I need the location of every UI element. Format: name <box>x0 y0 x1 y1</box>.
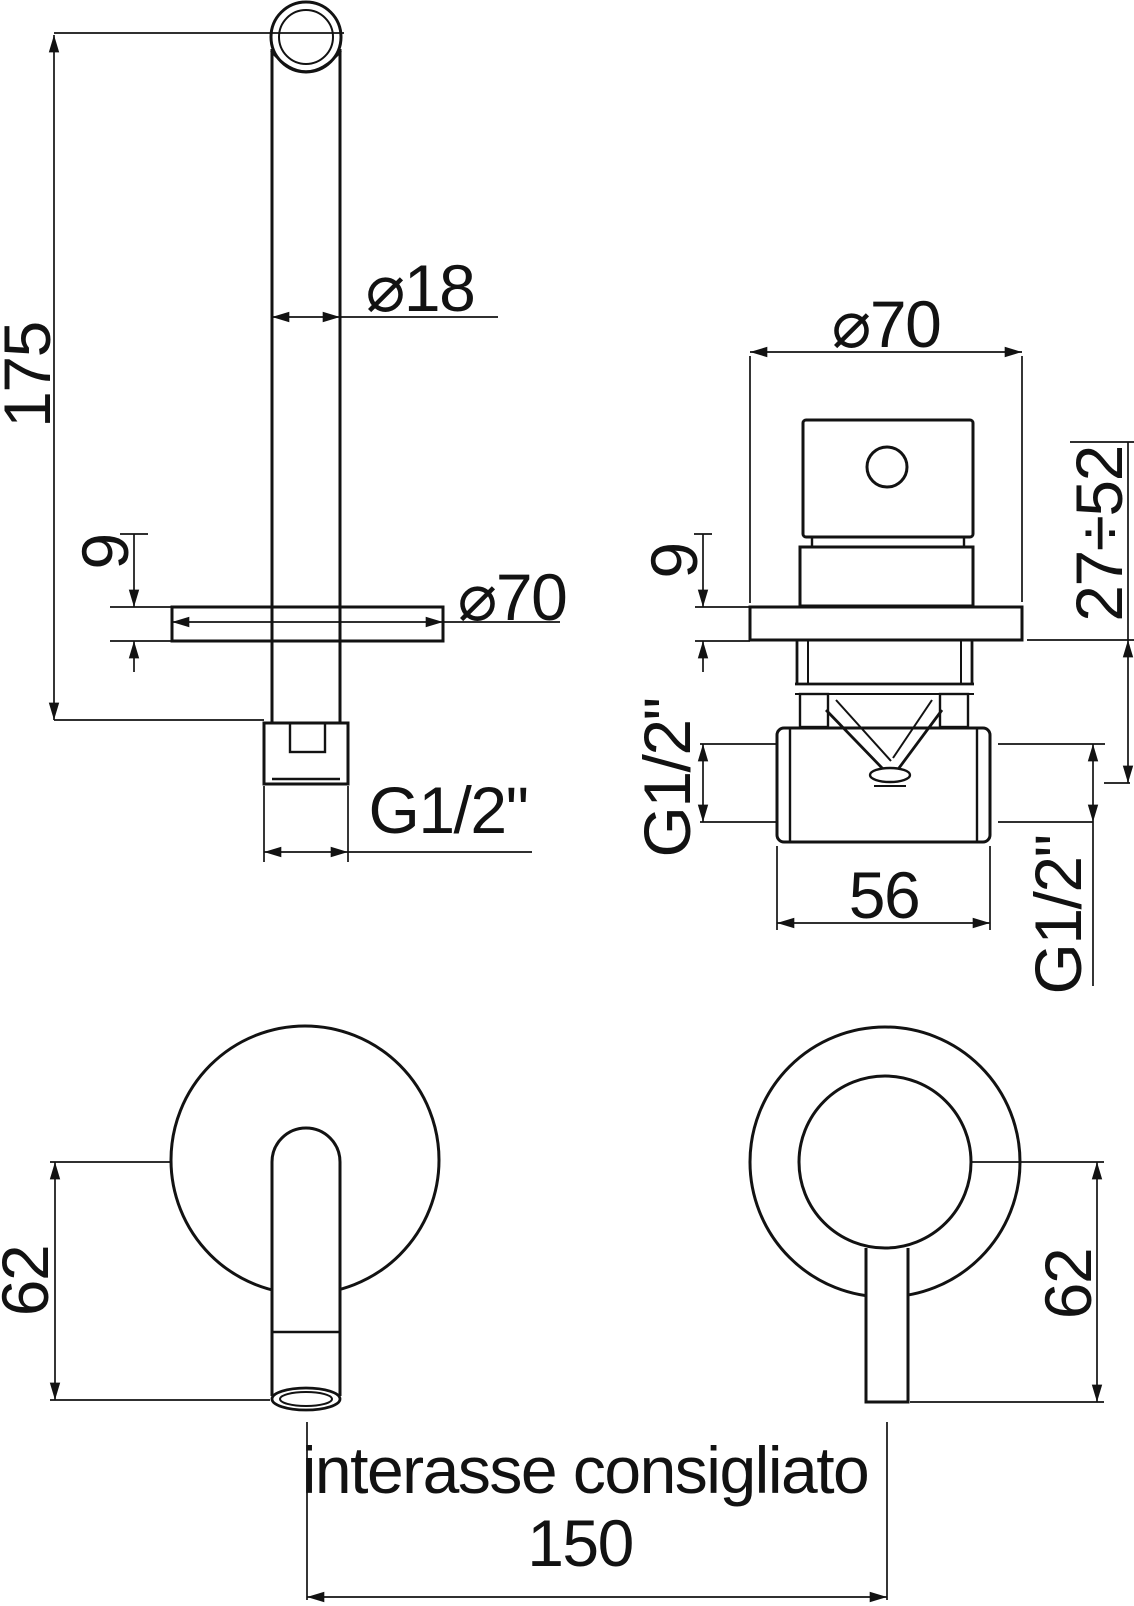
mixer-front-view: 62 <box>748 1025 1105 1404</box>
aerator-tip-screen <box>279 1391 333 1407</box>
dim-body-width-label: 56 <box>849 858 919 932</box>
spout-shoulder-arc <box>270 50 342 73</box>
dim-spout-length-label: 175 <box>0 322 64 428</box>
dim-mixer-flange-diameter: ⌀70 <box>749 287 1023 603</box>
dim-inlet-thread: G1/2" <box>630 698 777 858</box>
mixer-wall-flange <box>748 605 1024 642</box>
funnel-wall <box>897 709 944 769</box>
dim-outlet-thread: G1/2" <box>998 743 1105 995</box>
bonnet-tab-right <box>938 692 970 729</box>
handle-base <box>798 545 975 608</box>
dim-spout-flange-thickness: 9 <box>68 533 172 672</box>
handle-button <box>865 445 909 489</box>
bonnet-tab-left <box>798 692 830 729</box>
spout-connector-nut <box>262 721 350 786</box>
dim-spout-thread: G1/2" <box>263 773 532 862</box>
dim-spout-tube-diameter-label: ⌀18 <box>366 251 475 325</box>
dim-body-width: 56 <box>776 846 991 932</box>
dim-spout-length: 175 <box>0 32 344 721</box>
recommended-spacing-value: 150 <box>527 1506 633 1580</box>
spout-front-view: 62 <box>0 1024 441 1412</box>
mixer-handle-knob <box>801 418 975 539</box>
mixer-handle-hub <box>797 1074 973 1250</box>
dim-lever-offset-label: 62 <box>1031 1249 1105 1319</box>
mixer-side-view: ⌀70 9 27÷52 G1/2" <box>630 287 1134 995</box>
aerator-face <box>278 9 334 65</box>
funnel-wall <box>835 699 892 762</box>
nut-set-screw <box>288 721 327 754</box>
dim-spout-flange-diameter-label: ⌀70 <box>458 560 567 634</box>
dim-wall-depth-range-label: 27÷52 <box>1062 446 1134 622</box>
dim-mixer-flange-thickness: 9 <box>637 533 750 672</box>
dim-inlet-thread-label: G1/2" <box>630 698 704 857</box>
dim-outlet-thread-label: G1/2" <box>1021 835 1095 994</box>
recommended-spacing-note: interasse consigliato <box>302 1433 869 1507</box>
dim-spout-offset-label: 62 <box>0 1246 62 1316</box>
dim-spout-tube-diameter: ⌀18 <box>271 251 498 325</box>
spout-side-view: 175 ⌀18 ⌀70 9 G1/2" <box>0 0 568 862</box>
spout-wall-flange <box>170 605 445 643</box>
funnel-cup <box>868 766 912 784</box>
dim-lever-offset: 62 <box>910 1161 1105 1403</box>
valve-body <box>775 726 992 844</box>
dim-spout-flange-diameter: ⌀70 <box>171 560 568 634</box>
dim-wall-depth-range: 27÷52 <box>1027 441 1134 784</box>
dim-mixer-flange-diameter-label: ⌀70 <box>832 287 941 361</box>
dim-spout-thread-label: G1/2" <box>368 773 527 847</box>
dim-mixer-flange-thickness-label: 9 <box>637 543 711 578</box>
spout-tube-front <box>270 1126 342 1396</box>
dim-recommended-spacing: interasse consigliato 150 <box>302 1422 888 1603</box>
dim-spout-flange-thickness-label: 9 <box>68 534 142 569</box>
funnel-wall <box>824 709 886 771</box>
mixer-lever <box>864 1248 910 1404</box>
dim-spout-offset: 62 <box>0 1161 270 1401</box>
